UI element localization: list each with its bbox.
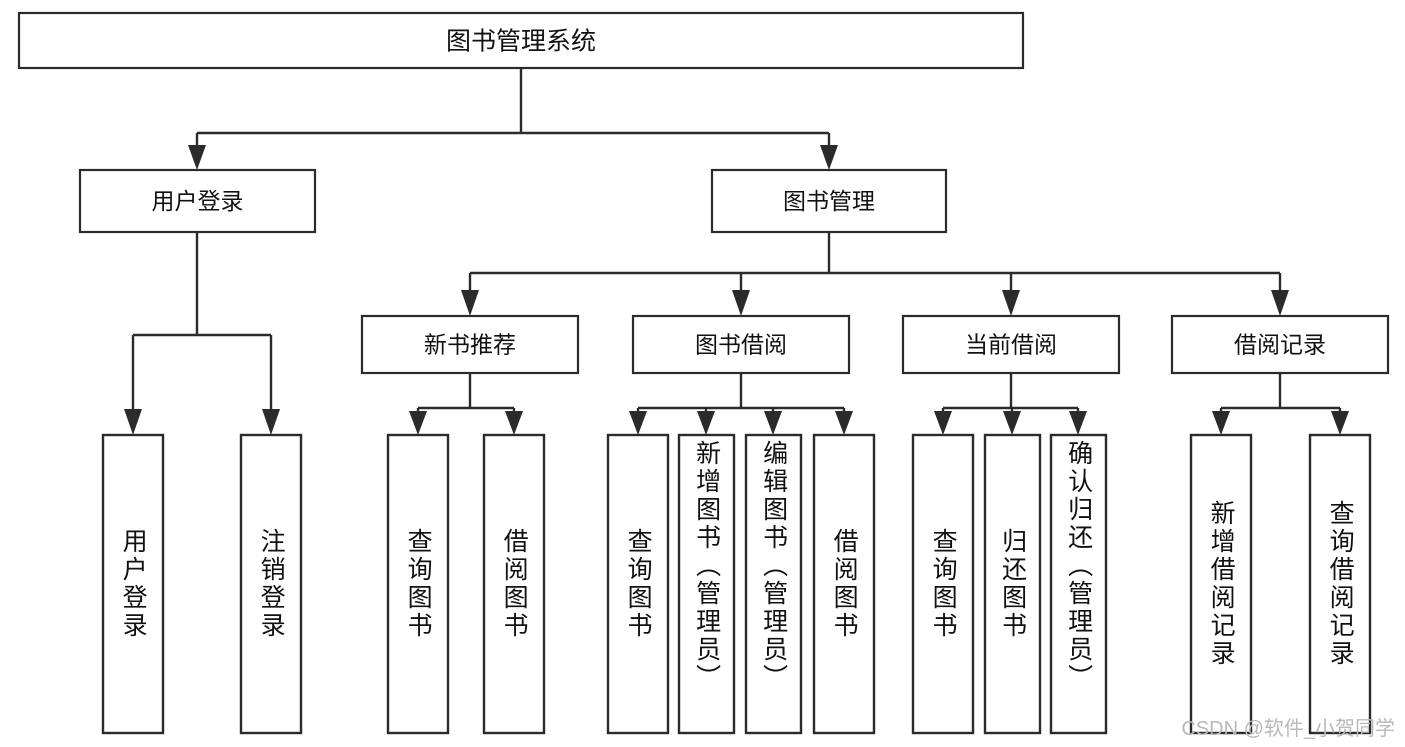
node-root-box[interactable] bbox=[17, 11, 1025, 70]
arrowhead-leaf-return-book bbox=[1003, 411, 1021, 435]
arrowhead-leaf-confirm-return bbox=[1069, 411, 1087, 435]
arrowhead-leaf-query-record bbox=[1331, 411, 1349, 435]
arrowhead-book-manage bbox=[820, 145, 838, 170]
arrowhead-new-book-rec bbox=[461, 290, 479, 316]
node-leaf-edit-book-box[interactable] bbox=[744, 433, 803, 735]
node-borrow-record[interactable]: 借阅记录 bbox=[1170, 314, 1390, 375]
node-leaf-user-login-box[interactable] bbox=[101, 433, 165, 735]
node-leaf-query-record-box[interactable] bbox=[1308, 433, 1372, 735]
arrowhead-leaf-borrow-book-2 bbox=[835, 411, 853, 435]
watermark-text: CSDN @软件_小贺同学 bbox=[1181, 718, 1395, 740]
node-root[interactable]: 图书管理系统 bbox=[17, 11, 1025, 70]
node-root-label: 图书管理系统 bbox=[446, 28, 596, 56]
node-leaf-add-book-box[interactable] bbox=[677, 433, 736, 735]
node-new-book-rec[interactable]: 新书推荐 bbox=[360, 314, 580, 375]
node-leaf-borrow-book-2-box[interactable] bbox=[812, 433, 876, 735]
node-new-book-rec-label: 新书推荐 bbox=[424, 332, 516, 358]
node-leaf-borrow-book-1-box[interactable] bbox=[482, 433, 546, 735]
node-user-login-box[interactable] bbox=[78, 168, 317, 234]
node-book-borrow-label: 图书借阅 bbox=[695, 332, 787, 358]
node-leaf-query-book-3-box[interactable] bbox=[911, 433, 975, 735]
node-leaf-query-book-1-box[interactable] bbox=[386, 433, 450, 735]
node-leaf-logout-box[interactable] bbox=[239, 433, 303, 735]
connector-group bbox=[124, 68, 1349, 435]
node-leaf-return-book-box[interactable] bbox=[983, 433, 1042, 735]
node-current-borrow-box[interactable] bbox=[901, 314, 1121, 375]
node-book-borrow[interactable]: 图书借阅 bbox=[631, 314, 851, 375]
arrowhead-leaf-query-book-1 bbox=[409, 411, 427, 435]
node-book-manage-label: 图书管理 bbox=[783, 188, 875, 214]
arrowhead-book-borrow bbox=[732, 290, 750, 316]
arrowhead-user-login bbox=[188, 145, 206, 170]
node-user-login[interactable]: 用户登录 bbox=[78, 168, 317, 234]
node-user-login-label: 用户登录 bbox=[152, 188, 244, 214]
node-leaf-add-record-box[interactable] bbox=[1189, 433, 1253, 735]
arrowhead-leaf-edit-book bbox=[764, 411, 782, 435]
arrowhead-leaf-query-book-2 bbox=[629, 411, 647, 435]
arrowhead-leaf-add-record bbox=[1212, 411, 1230, 435]
arrowhead-current-borrow bbox=[1002, 290, 1020, 316]
node-new-book-rec-box[interactable] bbox=[360, 314, 580, 375]
node-current-borrow-label: 当前借阅 bbox=[965, 332, 1057, 358]
arrowhead-borrow-record bbox=[1271, 290, 1289, 316]
node-book-manage[interactable]: 图书管理 bbox=[710, 168, 948, 234]
node-leaf-query-book-2-box[interactable] bbox=[606, 433, 670, 735]
arrowhead-leaf-add-book bbox=[697, 411, 715, 435]
node-current-borrow[interactable]: 当前借阅 bbox=[901, 314, 1121, 375]
node-borrow-record-label: 借阅记录 bbox=[1234, 332, 1326, 358]
leaf-box-group bbox=[101, 433, 1372, 735]
node-book-manage-box[interactable] bbox=[710, 168, 948, 234]
node-book-borrow-box[interactable] bbox=[631, 314, 851, 375]
node-leaf-confirm-return-box[interactable] bbox=[1049, 433, 1108, 735]
arrowhead-leaf-logout bbox=[262, 409, 280, 435]
arrowhead-leaf-user-login bbox=[124, 409, 142, 435]
node-borrow-record-box[interactable] bbox=[1170, 314, 1390, 375]
arrowhead-leaf-borrow-book-1 bbox=[505, 411, 523, 435]
arrowhead-leaf-query-book-3 bbox=[934, 411, 952, 435]
